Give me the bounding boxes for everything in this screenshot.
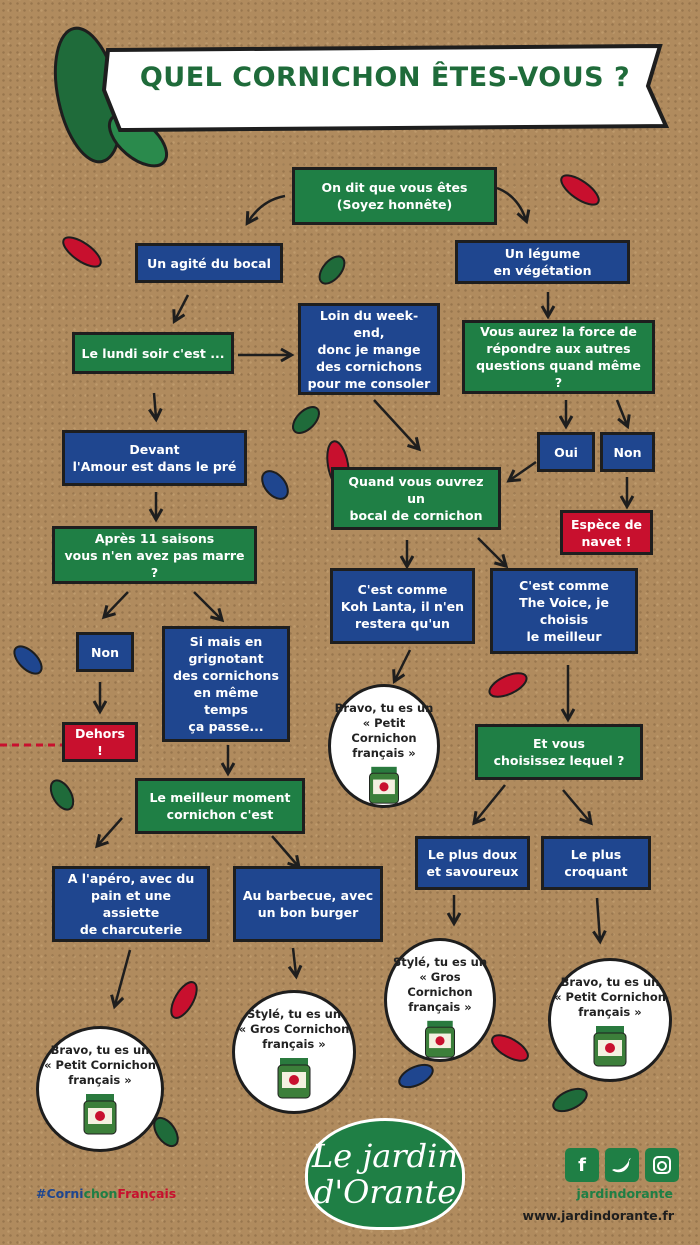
- result-text: Stylé, tu es un « Gros Cornichon françai…: [238, 1007, 350, 1051]
- cornichon-icon: [491, 1034, 529, 1062]
- node-legume: Un légume en végétation: [455, 240, 630, 284]
- node-force: Vous aurez la force de répondre aux autr…: [462, 320, 655, 394]
- jar-icon: [277, 1058, 311, 1099]
- node-meilleur: Le meilleur moment cornichon c'est: [135, 778, 305, 834]
- node-dehors: Dehors !: [62, 722, 138, 762]
- cornichon-icon: [49, 779, 75, 811]
- cornichon-icon: [398, 1063, 434, 1089]
- node-loin: Loin du week-end, donc je mange des corn…: [298, 303, 440, 395]
- instagram-icon[interactable]: [645, 1148, 679, 1182]
- cornichon-icon: [318, 255, 346, 285]
- node-doux: Le plus doux et savoureux: [415, 836, 530, 890]
- result-bubble: Bravo, tu es un « Petit Cornichon frança…: [36, 1026, 164, 1152]
- node-koh: C'est comme Koh Lanta, il n'en restera q…: [330, 568, 475, 644]
- node-lundi: Le lundi soir c'est ...: [72, 332, 234, 374]
- result-text: Stylé, tu es un « Gros Cornichon françai…: [392, 955, 488, 1014]
- hashtag-part-2: chon: [83, 1186, 118, 1201]
- node-quand: Quand vous ouvrez un bocal de cornichon: [331, 467, 501, 530]
- page-title: QUEL CORNICHON ÊTES-VOUS ?: [139, 62, 631, 93]
- node-apres: Après 11 saisons vous n'en avez pas marr…: [52, 526, 257, 584]
- node-non-1: Non: [600, 432, 655, 472]
- title-banner: [101, 43, 670, 132]
- cornichon-icon: [552, 1087, 588, 1113]
- node-barbecue: Au barbecue, avec un bon burger: [233, 866, 383, 942]
- node-devant: Devant l'Amour est dans le pré: [62, 430, 247, 486]
- node-agite: Un agité du bocal: [135, 243, 283, 283]
- result-bubble: Stylé, tu es un « Gros Cornichon françai…: [232, 990, 356, 1114]
- result-bubble: Bravo, tu es un « Petit Cornichon frança…: [328, 684, 440, 808]
- hashtag-part-3: Français: [117, 1186, 177, 1201]
- node-croquant: Le plus croquant: [541, 836, 651, 890]
- website-link[interactable]: www.jardindorante.fr: [522, 1208, 674, 1223]
- flow-arrows: [92, 186, 635, 1010]
- cornichon-icon: [560, 174, 600, 206]
- logo-line-1: Le jardin: [312, 1137, 458, 1175]
- cornichon-icon: [13, 645, 43, 675]
- hashtag-part-1: #Corni: [36, 1186, 84, 1201]
- node-oui: Oui: [537, 432, 595, 472]
- cornichon-icon: [488, 672, 528, 698]
- cornichon-icon: [170, 981, 198, 1019]
- twitter-icon[interactable]: [605, 1148, 639, 1182]
- social-icons: f: [565, 1148, 679, 1182]
- result-bubble: Bravo, tu es un « Petit Cornichon frança…: [548, 958, 672, 1082]
- node-simais: Si mais en grignotant des cornichons en …: [162, 626, 290, 742]
- jar-icon: [425, 1020, 455, 1058]
- result-bubble: Stylé, tu es un « Gros Cornichon françai…: [384, 938, 496, 1062]
- cornichon-icon: [62, 236, 102, 268]
- node-apero: A l'apéro, avec du pain et une assiette …: [52, 866, 210, 942]
- jar-icon: [593, 1026, 627, 1067]
- node-start: On dit que vous êtes (Soyez honnête): [292, 167, 497, 225]
- result-text: Bravo, tu es un « Petit Cornichon frança…: [44, 1043, 156, 1087]
- hashtag: #CornichonFrançais: [36, 1186, 176, 1201]
- result-text: Bravo, tu es un « Petit Cornichon frança…: [554, 975, 666, 1019]
- jar-icon: [83, 1094, 117, 1135]
- cornichon-icon: [261, 470, 289, 500]
- cornichon-icon: [292, 406, 320, 434]
- jar-icon: [369, 766, 399, 804]
- node-espece: Espèce de navet !: [560, 510, 653, 555]
- node-voice: C'est comme The Voice, je choisis le mei…: [490, 568, 638, 654]
- brand-logo: Le jardin d'Orante: [305, 1118, 465, 1230]
- node-choisissez: Et vous choisissez lequel ?: [475, 724, 643, 780]
- logo-line-2: d'Orante: [313, 1173, 457, 1211]
- result-text: Bravo, tu es un « Petit Cornichon frança…: [334, 701, 434, 760]
- node-non-2: Non: [76, 632, 134, 672]
- facebook-icon[interactable]: f: [565, 1148, 599, 1182]
- social-handle[interactable]: jardindorante: [576, 1186, 673, 1201]
- cornichon-icon: [153, 1116, 179, 1148]
